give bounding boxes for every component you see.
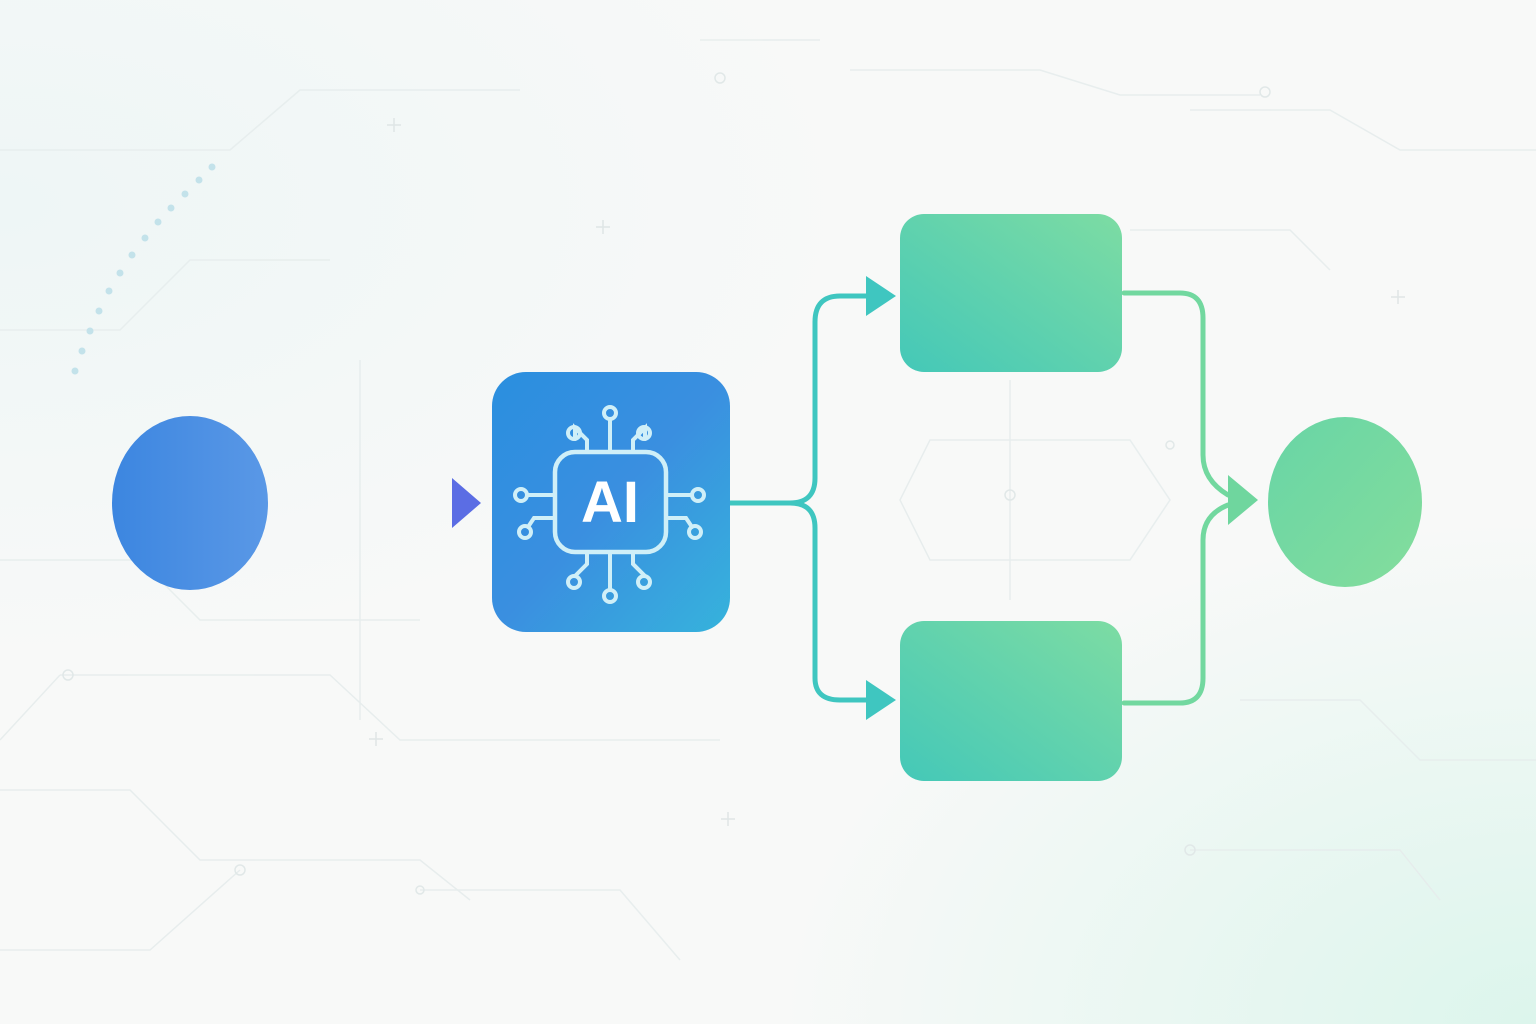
decorative-dotted-arc <box>71 163 216 375</box>
ai-chip-icon <box>513 405 706 604</box>
ai-chip-label: AI <box>581 470 639 535</box>
ai-processor-node[interactable]: AI <box>492 372 730 632</box>
background-plus-marks <box>369 118 1405 826</box>
branch-top-node[interactable] <box>900 214 1122 372</box>
start-node[interactable] <box>112 416 268 590</box>
edge-branches-to-end <box>1121 290 1231 706</box>
background-circuit-nodes <box>62 72 1271 895</box>
branch-bottom-node[interactable] <box>900 621 1122 781</box>
arrowhead-end-icon <box>1228 475 1258 525</box>
edge-ai-to-branches <box>727 293 873 703</box>
arrowhead-icon <box>452 478 481 528</box>
end-node[interactable] <box>1268 417 1422 587</box>
edge-start-to-ai <box>270 478 481 528</box>
arrowhead-top-icon <box>866 276 896 316</box>
arrowhead-bottom-icon <box>866 680 896 720</box>
